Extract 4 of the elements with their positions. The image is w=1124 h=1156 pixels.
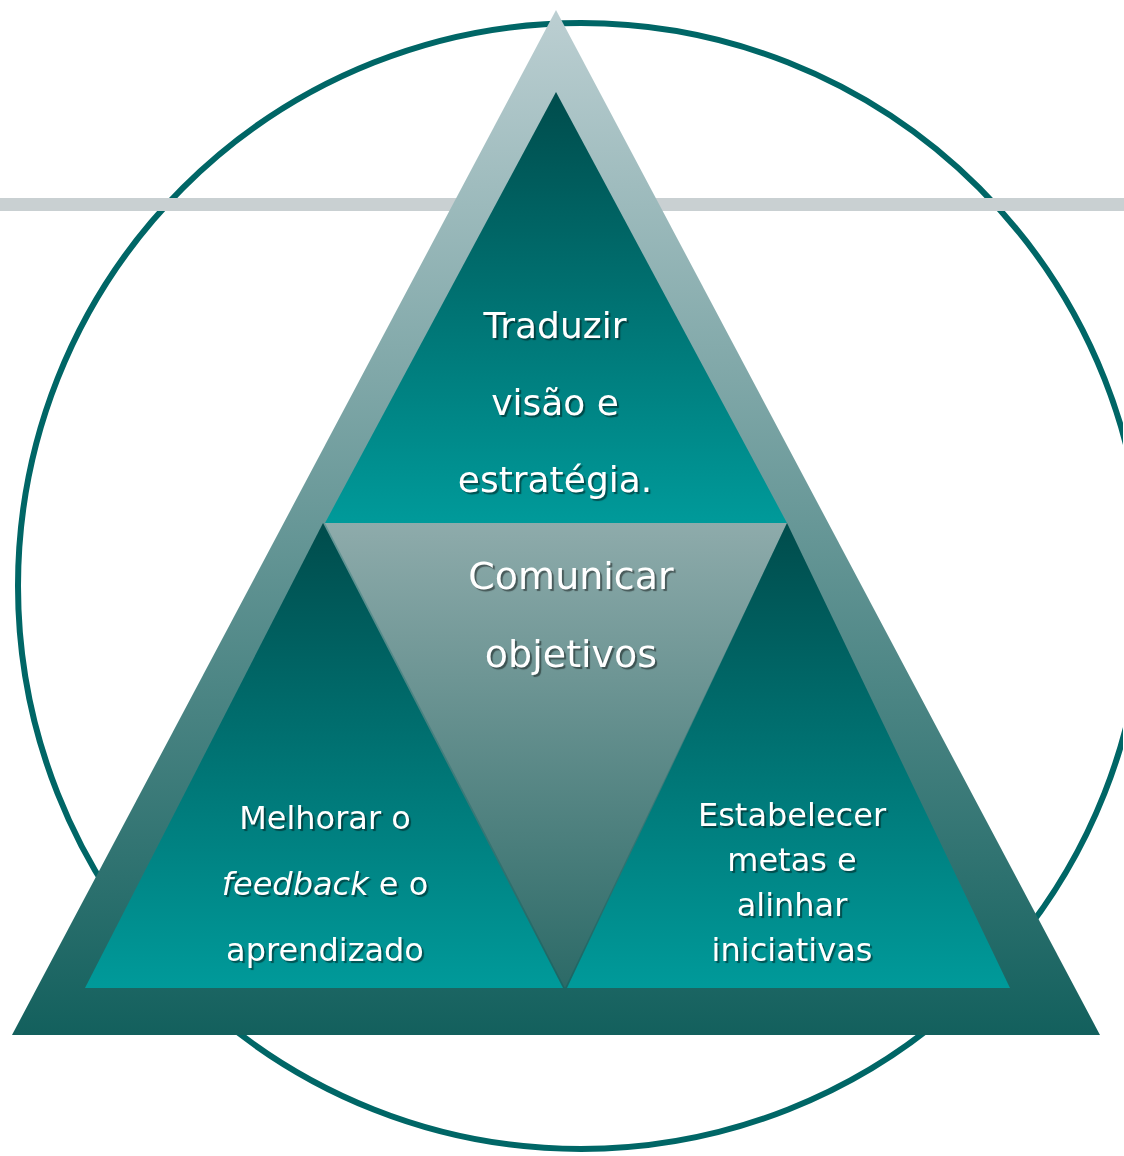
panel-label: Estabelecer metas e alinhar iniciativas bbox=[696, 795, 888, 971]
panel-label: Comunicar objetivos bbox=[467, 553, 675, 678]
panel-label: Traduzir visão e estratégia. bbox=[456, 304, 654, 502]
panel-label: Melhorar o feedback e o aprendizado bbox=[220, 798, 430, 971]
